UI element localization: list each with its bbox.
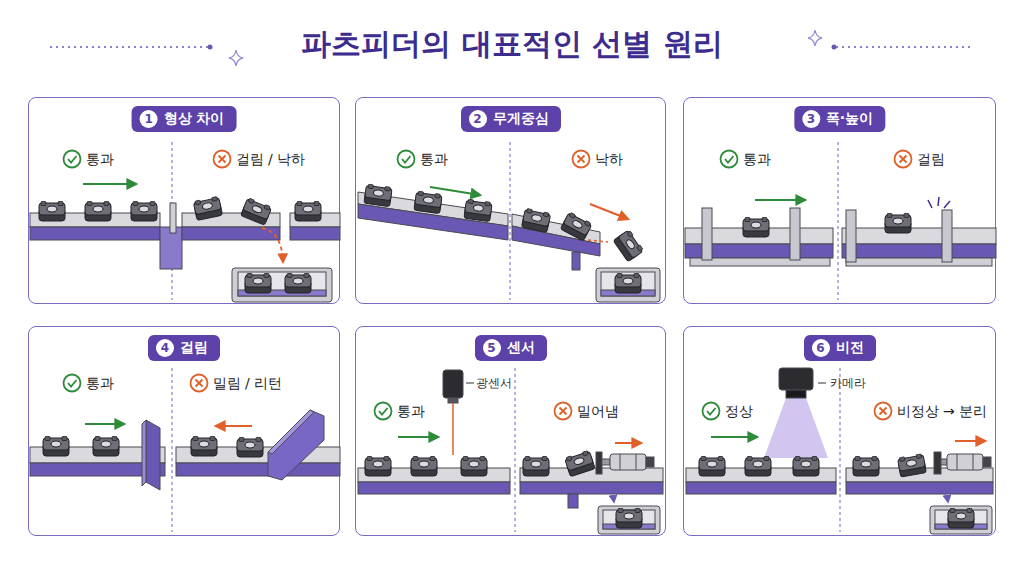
- number-text: 2: [473, 112, 481, 126]
- sorting-panel: 통과 밀림 / 리턴 걸림 4: [28, 326, 340, 536]
- fail-label: 밀림 / 리턴: [213, 374, 283, 392]
- panel-heading: 형상 차이 1: [132, 106, 237, 132]
- step-number: 1: [140, 110, 158, 128]
- device-label: 카메라: [830, 375, 866, 391]
- heading-text: 걸림: [180, 339, 208, 357]
- title-text: 파츠피더의 대표적인 선별 원리: [0, 24, 1024, 65]
- number-text: 4: [161, 341, 169, 355]
- step-number: 6: [812, 339, 830, 357]
- panel-heading: 센서 5: [475, 335, 547, 361]
- panel-heading: 폭·높이 3: [794, 106, 885, 132]
- pass-label: 통과: [743, 150, 771, 168]
- step-number: 5: [483, 339, 501, 357]
- step-number: 2: [469, 110, 487, 128]
- heading-text: 형상 차이: [164, 110, 225, 128]
- fail-label: 밀어냄: [577, 402, 619, 420]
- sorting-panel: 통과 걸림 폭·높이 3: [683, 97, 996, 304]
- number-text: 1: [144, 112, 152, 126]
- path-shape: [229, 50, 243, 66]
- sorting-panel: 통과 밀어냄 센서 5: [355, 326, 666, 536]
- heading-text: 폭·높이: [826, 110, 873, 128]
- heading-text: 무게중심: [493, 110, 549, 128]
- pass-label: 통과: [397, 402, 425, 420]
- sorting-panel: 정상 비정상 → 분리 비전 6: [683, 326, 996, 536]
- panel-heading: 무게중심 2: [461, 106, 561, 132]
- step-number: 4: [156, 339, 174, 357]
- line-shape: [836, 46, 974, 48]
- fail-label: 걸림: [917, 150, 945, 168]
- step-number: 3: [802, 110, 820, 128]
- line-shape: [50, 46, 208, 48]
- fail-label: 걸림 / 낙하: [236, 150, 306, 168]
- panel-heading: 걸림 4: [148, 335, 220, 361]
- sorting-panel: 통과 낙하 무게중심 2: [355, 97, 666, 304]
- circle-shape: [832, 45, 837, 50]
- number-text: 5: [487, 341, 495, 355]
- pass-label: 통과: [86, 150, 114, 168]
- path-shape: [808, 30, 822, 46]
- heading-text: 비전: [836, 339, 864, 357]
- panel-heading: 비전 6: [804, 335, 876, 361]
- sorting-panel: 통과 걸림 / 낙하 형상 차이 1: [28, 97, 340, 304]
- number-text: 3: [807, 112, 815, 126]
- fail-label: 낙하: [595, 150, 623, 168]
- heading-text: 센서: [507, 339, 535, 357]
- circle-shape: [208, 45, 213, 50]
- device-label: 광센서: [476, 375, 512, 391]
- fail-label: 비정상 → 분리: [897, 402, 988, 420]
- pass-label: 통과: [86, 374, 114, 392]
- pass-label: 정상: [725, 402, 753, 420]
- pass-label: 통과: [420, 150, 448, 168]
- number-text: 6: [816, 341, 824, 355]
